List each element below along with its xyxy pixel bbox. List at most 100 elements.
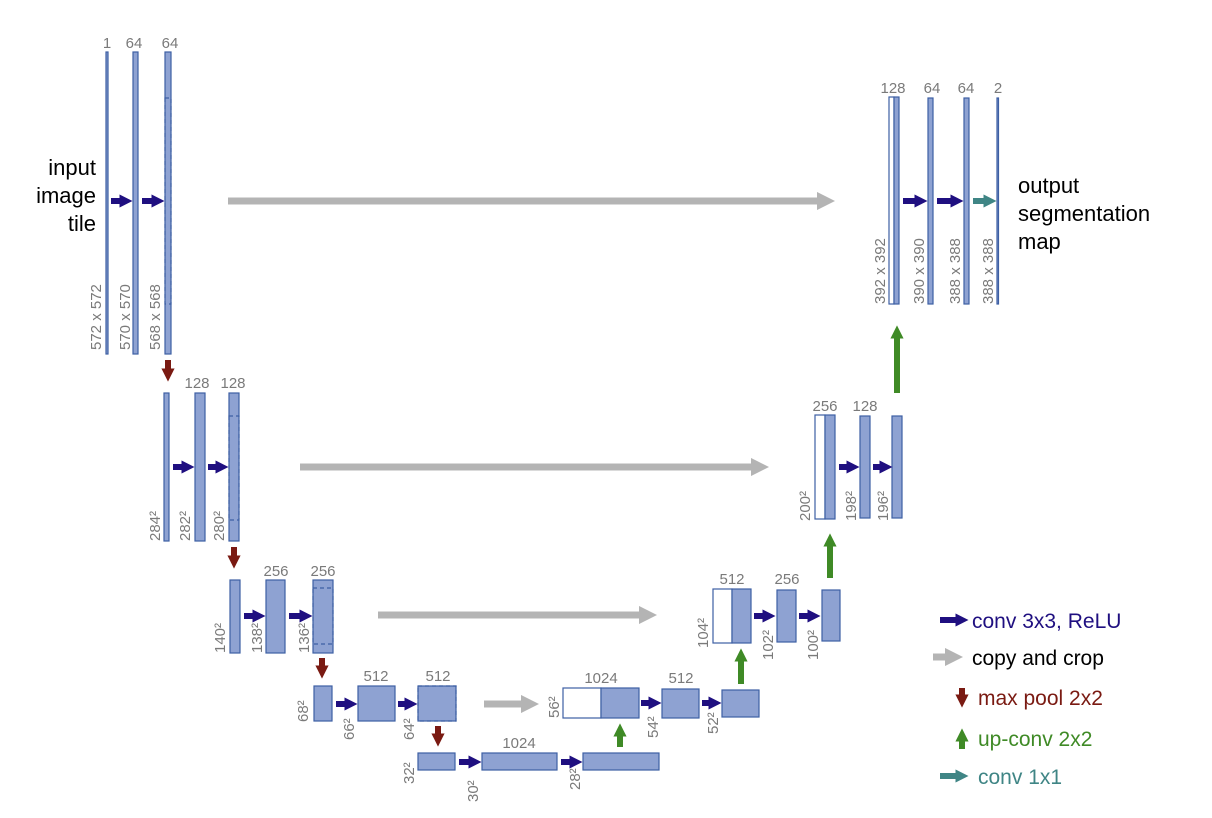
size-label: 282² <box>177 511 194 541</box>
channel-label: 64 <box>126 35 143 52</box>
feature-map-u3-upconv <box>731 588 752 644</box>
channel-label: 64 <box>924 80 941 97</box>
feature-map-u4-upconv <box>600 687 640 719</box>
level1-encoder: 1 64 64 572 x 572 570 x 570 568 x 568 in… <box>36 35 836 382</box>
size-label: 100² <box>805 630 822 660</box>
legend-copy-label: copy and crop <box>972 647 1104 670</box>
size-label: 56² <box>546 696 563 718</box>
legend-upconv-label: up-conv 2x2 <box>978 728 1092 751</box>
feature-map-u3-conv1 <box>776 589 797 643</box>
input-label: tile <box>68 211 96 236</box>
cropped-copy-u2 <box>814 414 826 520</box>
size-label: 572 x 572 <box>88 284 105 350</box>
size-label: 392 x 392 <box>872 238 889 304</box>
size-label: 30² <box>465 780 482 802</box>
feature-map-u4-conv1 <box>661 688 700 719</box>
level3-encoder: 256 256 140² 138² 136² <box>212 563 658 679</box>
feature-map-l3-conv2 <box>312 579 334 654</box>
crop-region-l4 <box>417 685 457 722</box>
size-label: 102² <box>760 630 777 660</box>
legend: conv 3x3, ReLU copy and crop max pool 2x… <box>933 610 1121 789</box>
level1-decoder: 128 64 64 2 392 x 392 390 x 390 388 x 38… <box>872 80 1150 305</box>
level2-encoder: 128 128 284² 282² 280² <box>147 375 770 569</box>
channel-label: 1024 <box>584 670 617 687</box>
channel-label: 1 <box>103 35 111 52</box>
feature-map-u4-conv2 <box>721 689 760 718</box>
output-label: map <box>1018 229 1061 254</box>
channel-label: 128 <box>880 80 905 97</box>
level2-decoder: 256 128 200² 198² 196² <box>797 325 904 521</box>
feature-map-u1-output <box>996 97 1000 305</box>
channel-label: 256 <box>774 571 799 588</box>
feature-map-l1-input <box>105 51 109 355</box>
size-label: 570 x 570 <box>117 284 134 350</box>
feature-map-l2-pooled <box>163 392 170 542</box>
size-label: 388 x 388 <box>980 238 997 304</box>
level3-decoder: 512 256 104² 102² 100² <box>695 533 841 660</box>
channel-label: 512 <box>719 571 744 588</box>
crop-region-l2 <box>228 415 240 521</box>
channel-label: 64 <box>162 35 179 52</box>
size-label: 568 x 568 <box>147 284 164 350</box>
channel-label: 64 <box>958 80 975 97</box>
feature-map-l5-conv2 <box>582 752 660 771</box>
channel-label: 128 <box>852 398 877 415</box>
channel-label: 128 <box>220 375 245 392</box>
level4-decoder: 1024 512 56² 54² 52² <box>546 648 760 738</box>
size-label: 390 x 390 <box>911 238 928 304</box>
feature-map-u1-conv2 <box>963 97 970 305</box>
channel-label: 256 <box>812 398 837 415</box>
feature-map-u1-upconv <box>893 96 900 305</box>
feature-map-l1-conv1 <box>132 51 139 355</box>
legend-conv-label: conv 3x3, ReLU <box>972 610 1121 633</box>
feature-map-u2-conv1 <box>859 415 871 519</box>
size-label: 138² <box>249 623 266 653</box>
level4-encoder: 512 512 68² 66² 64² <box>295 668 540 747</box>
size-label: 388 x 388 <box>947 238 964 304</box>
feature-map-l5-pooled <box>417 752 456 771</box>
size-label: 280² <box>211 511 228 541</box>
channel-label: 1024 <box>502 735 535 752</box>
feature-map-l4-conv1 <box>357 685 396 722</box>
channel-label: 512 <box>668 670 693 687</box>
channel-label: 512 <box>425 668 450 685</box>
size-label: 52² <box>705 712 722 734</box>
size-label: 54² <box>645 716 662 738</box>
cropped-copy-u1 <box>888 96 895 305</box>
channel-label: 128 <box>184 375 209 392</box>
crop-region-l1 <box>164 97 172 305</box>
channel-label: 256 <box>263 563 288 580</box>
feature-map-l5-conv1 <box>481 752 558 771</box>
feature-map-l3-pooled <box>229 579 241 654</box>
channel-label: 2 <box>994 80 1002 97</box>
size-label: 196² <box>875 491 892 521</box>
size-label: 68² <box>295 700 312 722</box>
feature-map-u1-conv1 <box>927 97 934 305</box>
input-label: image <box>36 183 96 208</box>
feature-map-l4-pooled <box>313 685 333 722</box>
level5-bottleneck: 1024 32² 30² 28² <box>401 723 660 802</box>
feature-map-l2-conv2 <box>228 392 240 542</box>
cropped-copy-u3 <box>712 588 733 644</box>
legend-pool-label: max pool 2x2 <box>978 687 1103 710</box>
legend-conv1x1-label: conv 1x1 <box>978 766 1062 789</box>
feature-map-l4-conv2 <box>417 685 457 722</box>
size-label: 198² <box>843 491 860 521</box>
feature-map-u3-conv2 <box>821 589 841 642</box>
feature-map-l1-conv2 <box>164 51 172 355</box>
channel-label: 512 <box>363 668 388 685</box>
size-label: 64² <box>401 718 418 740</box>
size-label: 66² <box>341 718 358 740</box>
channel-label: 256 <box>310 563 335 580</box>
output-label: output <box>1018 173 1079 198</box>
feature-map-u2-conv2 <box>891 415 903 519</box>
feature-map-l3-conv1 <box>265 579 286 654</box>
size-label: 32² <box>401 762 418 784</box>
size-label: 140² <box>212 623 229 653</box>
size-label: 136² <box>296 623 313 653</box>
crop-region-l3 <box>312 587 334 645</box>
cropped-copy-u4 <box>562 687 602 719</box>
size-label: 28² <box>567 768 584 790</box>
size-label: 104² <box>695 618 712 648</box>
